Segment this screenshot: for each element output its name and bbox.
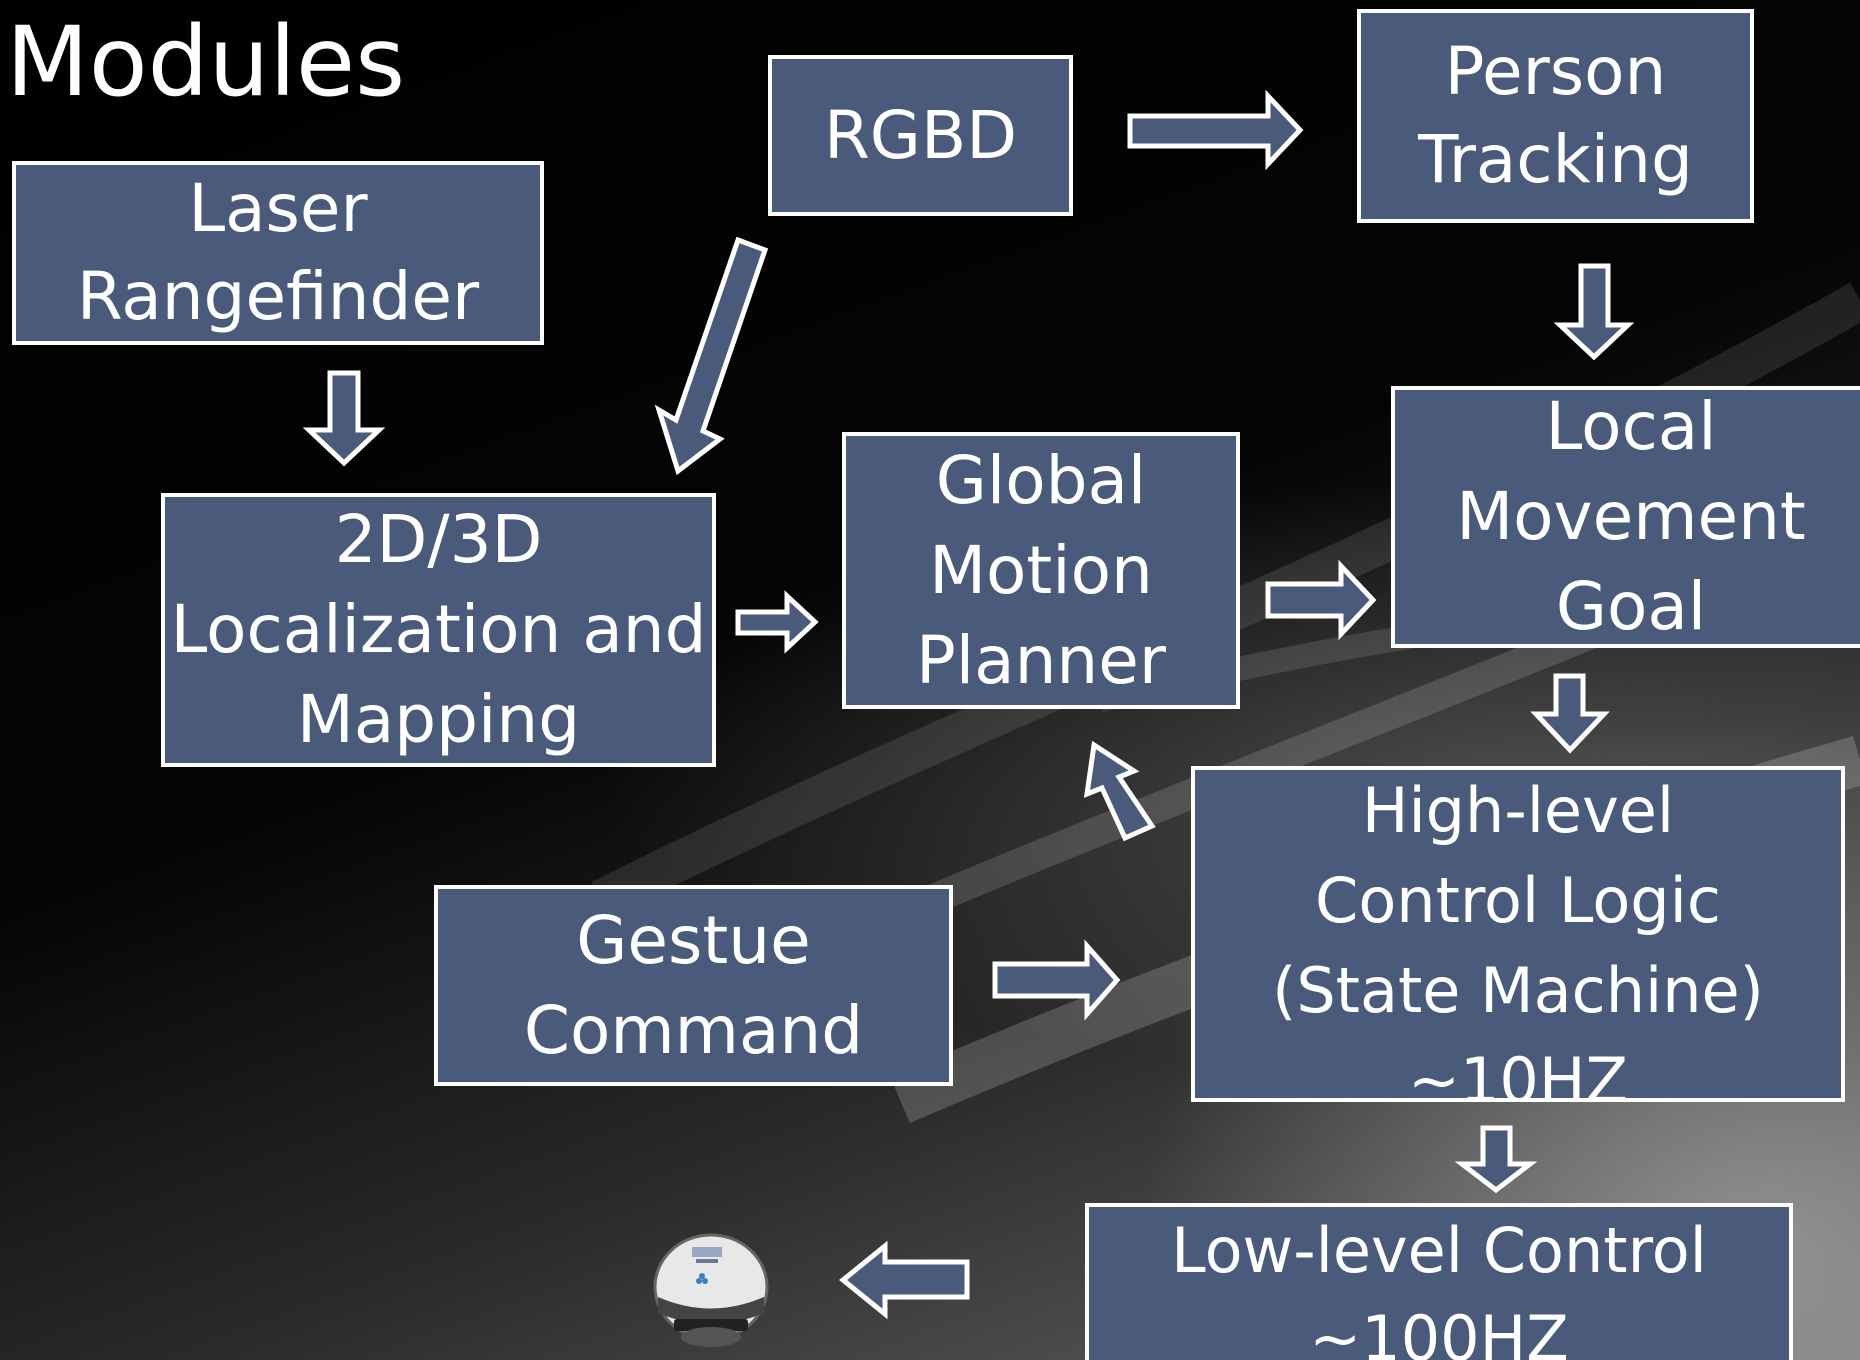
robot-icon	[653, 1233, 769, 1347]
arrow-high-level-to-low-level	[1454, 1125, 1538, 1194]
laser-rangefinder-box: Laser Rangefinder	[12, 161, 544, 345]
arrow-rgbd-to-person-tracking	[1127, 89, 1304, 171]
global-motion-planner-box: Global Motion Planner	[842, 432, 1240, 709]
arrow-rgbd-to-localization	[654, 236, 769, 476]
arrow-high-level-to-global-planner	[1083, 740, 1156, 842]
arrow-global-planner-to-local-goal	[1265, 559, 1377, 641]
gesture-command-label: Gestue Command	[523, 901, 864, 1069]
localization-mapping-label: 2D/3D Localization and Mapping	[170, 501, 707, 758]
low-level-control-label: Low-level Control ~100HZ	[1171, 1214, 1707, 1360]
rgbd-label: RGBD	[823, 96, 1018, 174]
arrow-localization-to-global-planner	[735, 590, 819, 654]
global-motion-planner-label: Global Motion Planner	[916, 441, 1166, 699]
arrow-person-tracking-to-local-goal	[1553, 263, 1635, 361]
arrow-laser-to-localization	[302, 370, 386, 467]
low-level-control-box: Low-level Control ~100HZ	[1085, 1203, 1793, 1360]
arrow-low-level-to-robot	[839, 1240, 970, 1320]
person-tracking-box: Person Tracking	[1357, 9, 1754, 223]
local-movement-goal-box: Local Movement Goal	[1391, 386, 1860, 648]
high-level-control-label: High-level Control Logic (State Machine)…	[1272, 774, 1764, 1102]
slide-title: Modules	[6, 6, 406, 118]
arrow-local-goal-to-high-level	[1530, 673, 1610, 754]
gesture-command-box: Gestue Command	[434, 885, 953, 1086]
local-movement-goal-label: Local Movement Goal	[1456, 388, 1806, 645]
localization-mapping-box: 2D/3D Localization and Mapping	[161, 493, 716, 767]
arrow-gesture-to-high-level	[992, 939, 1121, 1021]
person-tracking-label: Person Tracking	[1418, 33, 1693, 198]
rgbd-box: RGBD	[768, 55, 1073, 216]
high-level-control-box: High-level Control Logic (State Machine)…	[1191, 766, 1845, 1102]
laser-rangefinder-label: Laser Rangefinder	[76, 170, 480, 335]
